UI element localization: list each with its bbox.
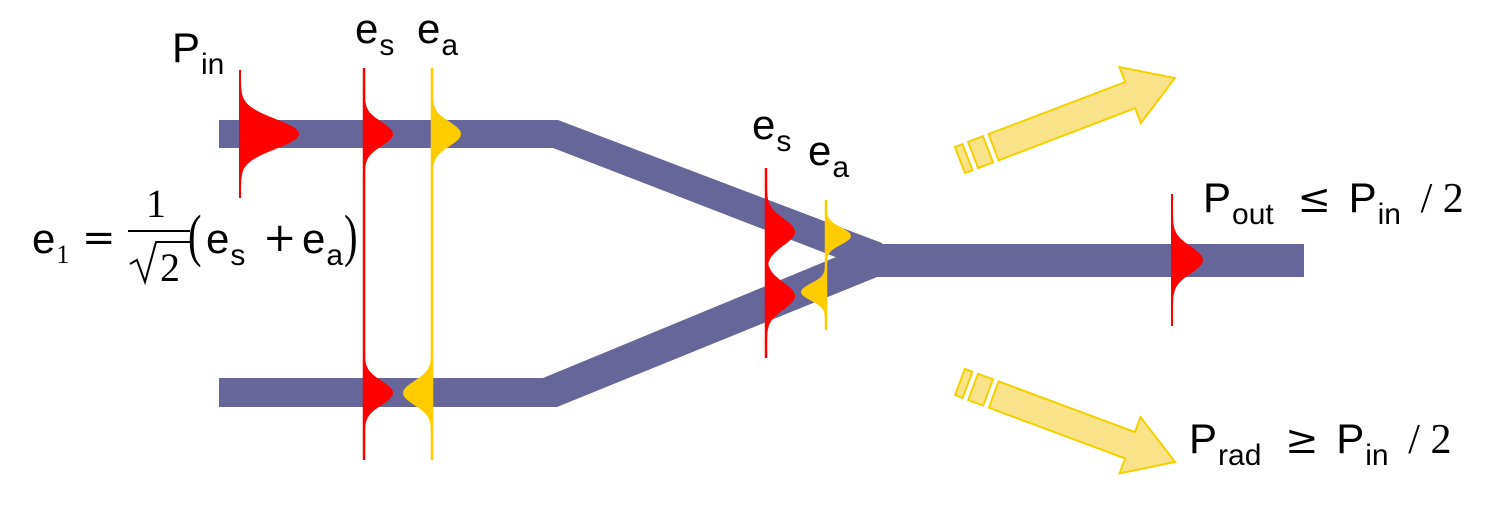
waveguide-structure <box>219 120 1304 407</box>
equation-term-es: es <box>206 215 245 271</box>
equation-term-ea: ea <box>302 215 343 271</box>
equation-plus: + <box>263 215 297 261</box>
ea-input-mode-upper-lobe <box>431 70 462 198</box>
equation-lhs-subscript: 1 <box>56 240 70 269</box>
equation-denominator: 2 <box>160 245 180 290</box>
p-out-rhs-subscript: in <box>1377 198 1401 231</box>
ea-junction-label: ea <box>808 127 849 183</box>
output-power-pulse <box>1171 194 1204 326</box>
ea-junction-mode-lower-lobe <box>800 258 827 326</box>
es-input-mode-upper-lobe <box>363 70 394 198</box>
sqrt-symbol <box>129 241 190 286</box>
ea-input-subscript: a <box>441 29 459 62</box>
es-input-mode-lower-lobe <box>363 329 394 457</box>
p-rad-relation: Prad ≥ Pin / 2 <box>1189 415 1452 471</box>
radiation-arrows <box>953 65 1177 475</box>
equation-term-ea-main: e <box>302 215 326 262</box>
es-junction-main: e <box>752 101 776 148</box>
p-in-label: Pin <box>172 24 224 80</box>
ea-input-label: ea <box>417 5 458 61</box>
p-rad-main: P <box>1189 415 1218 462</box>
radiation-arrow-down <box>953 367 1177 475</box>
es-junction-subscript: s <box>776 125 792 158</box>
es-junction-label: es <box>752 101 791 157</box>
ea-input-mode-lower-lobe <box>402 329 433 457</box>
equation-lhs-main: e <box>32 215 56 262</box>
equation-equals: = <box>82 215 116 261</box>
close-paren: ) <box>344 203 358 268</box>
mode-profiles <box>239 68 1204 460</box>
input-power-pulse <box>239 70 300 198</box>
ea-junction-subscript: a <box>832 151 850 184</box>
p-rad-subscript: rad <box>1218 439 1262 472</box>
equation-lhs: e1 <box>32 215 69 268</box>
ea-input-main: e <box>417 5 441 52</box>
es-input-label: es <box>355 5 394 61</box>
equation-term-ea-subscript: a <box>326 239 344 272</box>
p-rad-rhs-subscript: in <box>1365 439 1389 472</box>
fraction-bar <box>128 230 190 232</box>
open-paren: ( <box>188 203 202 268</box>
equation-term-es-subscript: s <box>230 239 246 272</box>
p-rad-rhs-main: P <box>1336 415 1365 462</box>
p-out-divisor: / 2 <box>1420 176 1464 222</box>
p-out-rhs-main: P <box>1348 174 1377 221</box>
output-waveguide <box>860 244 1304 277</box>
p-out-relation: Pout ≤ Pin / 2 <box>1203 174 1464 230</box>
p-out-subscript: out <box>1232 198 1274 231</box>
radiation-arrow-up <box>953 65 1177 175</box>
ea-junction-main: e <box>808 127 832 174</box>
p-rad-divisor: / 2 <box>1408 417 1452 463</box>
p-out-relation-symbol: ≤ <box>1297 176 1331 222</box>
p-in-main: P <box>172 24 201 71</box>
es-input-main: e <box>355 5 379 52</box>
p-rad-relation-symbol: ≥ <box>1285 417 1319 463</box>
es-input-subscript: s <box>379 29 395 62</box>
lower-input-waveguide <box>219 243 882 407</box>
es-junction-mode-lower-lobe <box>765 234 796 358</box>
p-out-main: P <box>1203 174 1232 221</box>
equation-term-es-main: e <box>206 215 230 262</box>
equation-numerator: 1 <box>146 181 166 226</box>
p-in-subscript: in <box>201 48 225 81</box>
